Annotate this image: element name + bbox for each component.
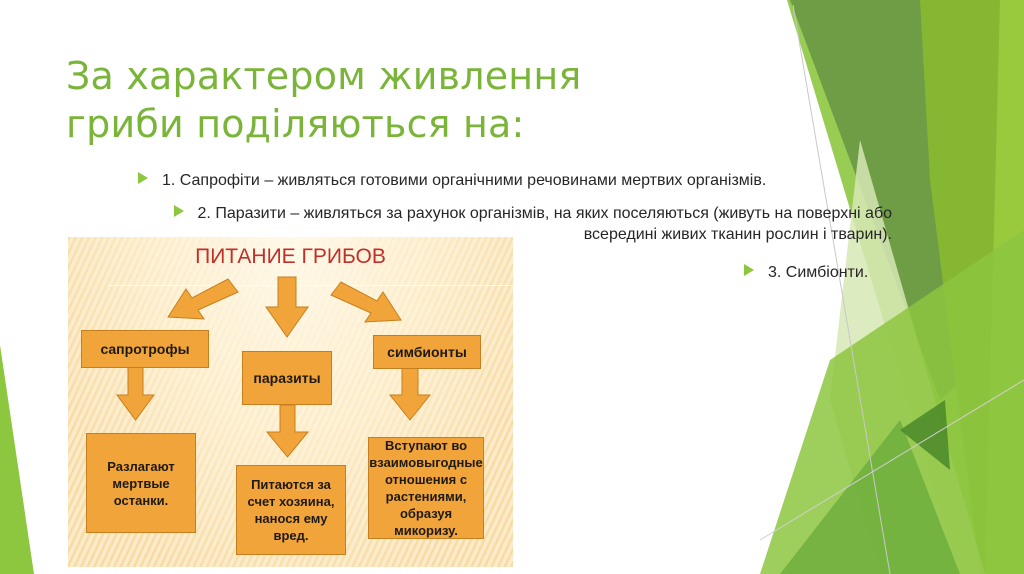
bullet-text: 1. Сапрофіти – живляться готовими органі… bbox=[162, 172, 767, 189]
diagram-title: ПИТАНИЕ ГРИБОВ bbox=[195, 245, 386, 268]
arrow-down-icon bbox=[265, 404, 310, 458]
bullet-text-line2: всередині живих тканин рослин і тварин). bbox=[583, 226, 892, 243]
bullet-triangle-icon bbox=[138, 172, 148, 184]
description-box-saprotrophs: Разлагают мертвые останки. bbox=[86, 433, 196, 533]
arrow-down-left-icon bbox=[167, 278, 239, 320]
diagram-arrows bbox=[116, 276, 432, 458]
category-box-saprotrophs: сапротрофы bbox=[81, 330, 209, 368]
bullet-parasites: 2. Паразити – живляться за рахунок орган… bbox=[28, 203, 892, 245]
bullet-text-line1: 2. Паразити – живляться за рахунок орган… bbox=[197, 205, 892, 222]
left-green-triangle bbox=[0, 345, 34, 574]
slide-title: За характером живлення гриби поділяються… bbox=[66, 54, 582, 146]
bullet-saprophytes: 1. Сапрофіти – живляться готовими органі… bbox=[138, 170, 766, 191]
fungi-nutrition-diagram: ПИТАНИЕ ГРИБОВ сапротрофы паразиты симби… bbox=[68, 237, 513, 567]
bullet-text: 3. Симбіонти. bbox=[768, 264, 869, 281]
arrow-down-icon bbox=[388, 366, 432, 421]
description-box-parasites: Питаются за счет хозяина, нанося ему вре… bbox=[236, 465, 346, 555]
category-box-parasites: паразиты bbox=[242, 351, 332, 405]
arrow-down-right-icon bbox=[330, 281, 402, 323]
category-box-symbionts: симбионты bbox=[373, 335, 481, 369]
bullet-triangle-icon bbox=[173, 205, 184, 217]
bullet-symbionts: 3. Симбіонти. bbox=[744, 262, 868, 283]
bullet-triangle-icon bbox=[744, 264, 754, 276]
arrow-down-icon bbox=[116, 366, 155, 421]
description-box-symbionts: Вступают во взаимовыгодные отношения с р… bbox=[368, 437, 484, 539]
arrow-down-icon bbox=[265, 276, 309, 338]
